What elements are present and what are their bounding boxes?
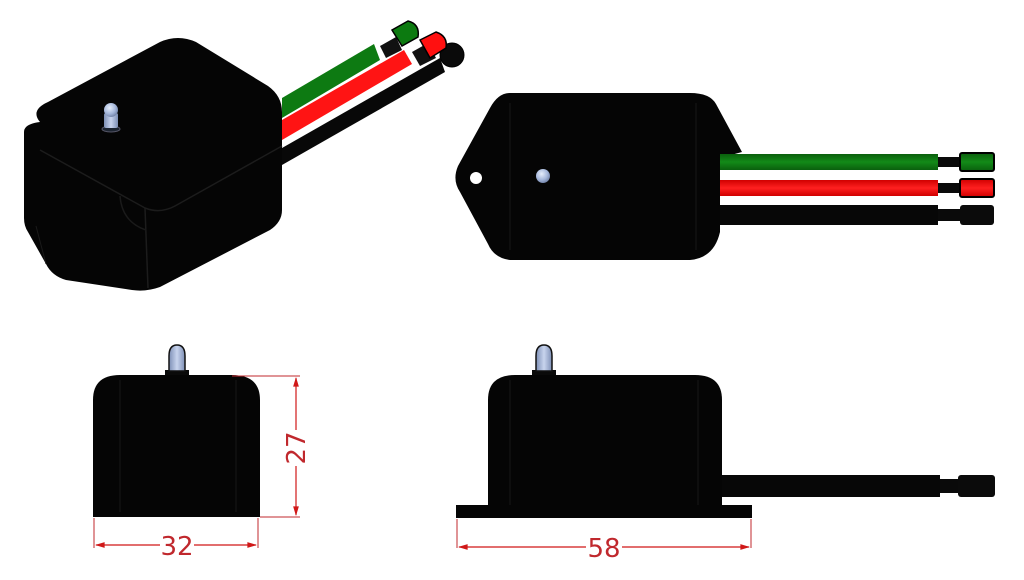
top-wire-green [720,152,995,172]
top-enclosure-body [455,93,742,260]
front-led-icon [165,344,189,376]
height-dimension: 27 [232,375,312,518]
side-enclosure-body [488,375,722,505]
side-mounting-flange [456,505,752,518]
length-dimension-label: 58 [587,534,620,564]
front-enclosure-body [93,375,260,517]
iso-wire-black [282,42,465,165]
iso-enclosure-body [24,38,283,291]
top-wire-black [720,205,994,225]
iso-wire-red [282,31,448,140]
top-view [455,93,995,260]
iso-led-icon [101,103,121,133]
side-led-icon [532,344,556,376]
height-dimension-label: 27 [282,431,312,464]
front-view: 27 32 [93,344,312,562]
side-view: 58 [456,344,995,564]
length-dimension: 58 [456,519,752,564]
mounting-hole-icon [470,172,482,184]
top-wire-red [720,178,995,198]
iso-wire-green [282,20,420,118]
isometric-view [24,20,465,291]
width-dimension: 32 [93,518,259,562]
side-wire [722,475,995,497]
top-led-icon [536,169,550,183]
width-dimension-label: 32 [160,532,193,562]
